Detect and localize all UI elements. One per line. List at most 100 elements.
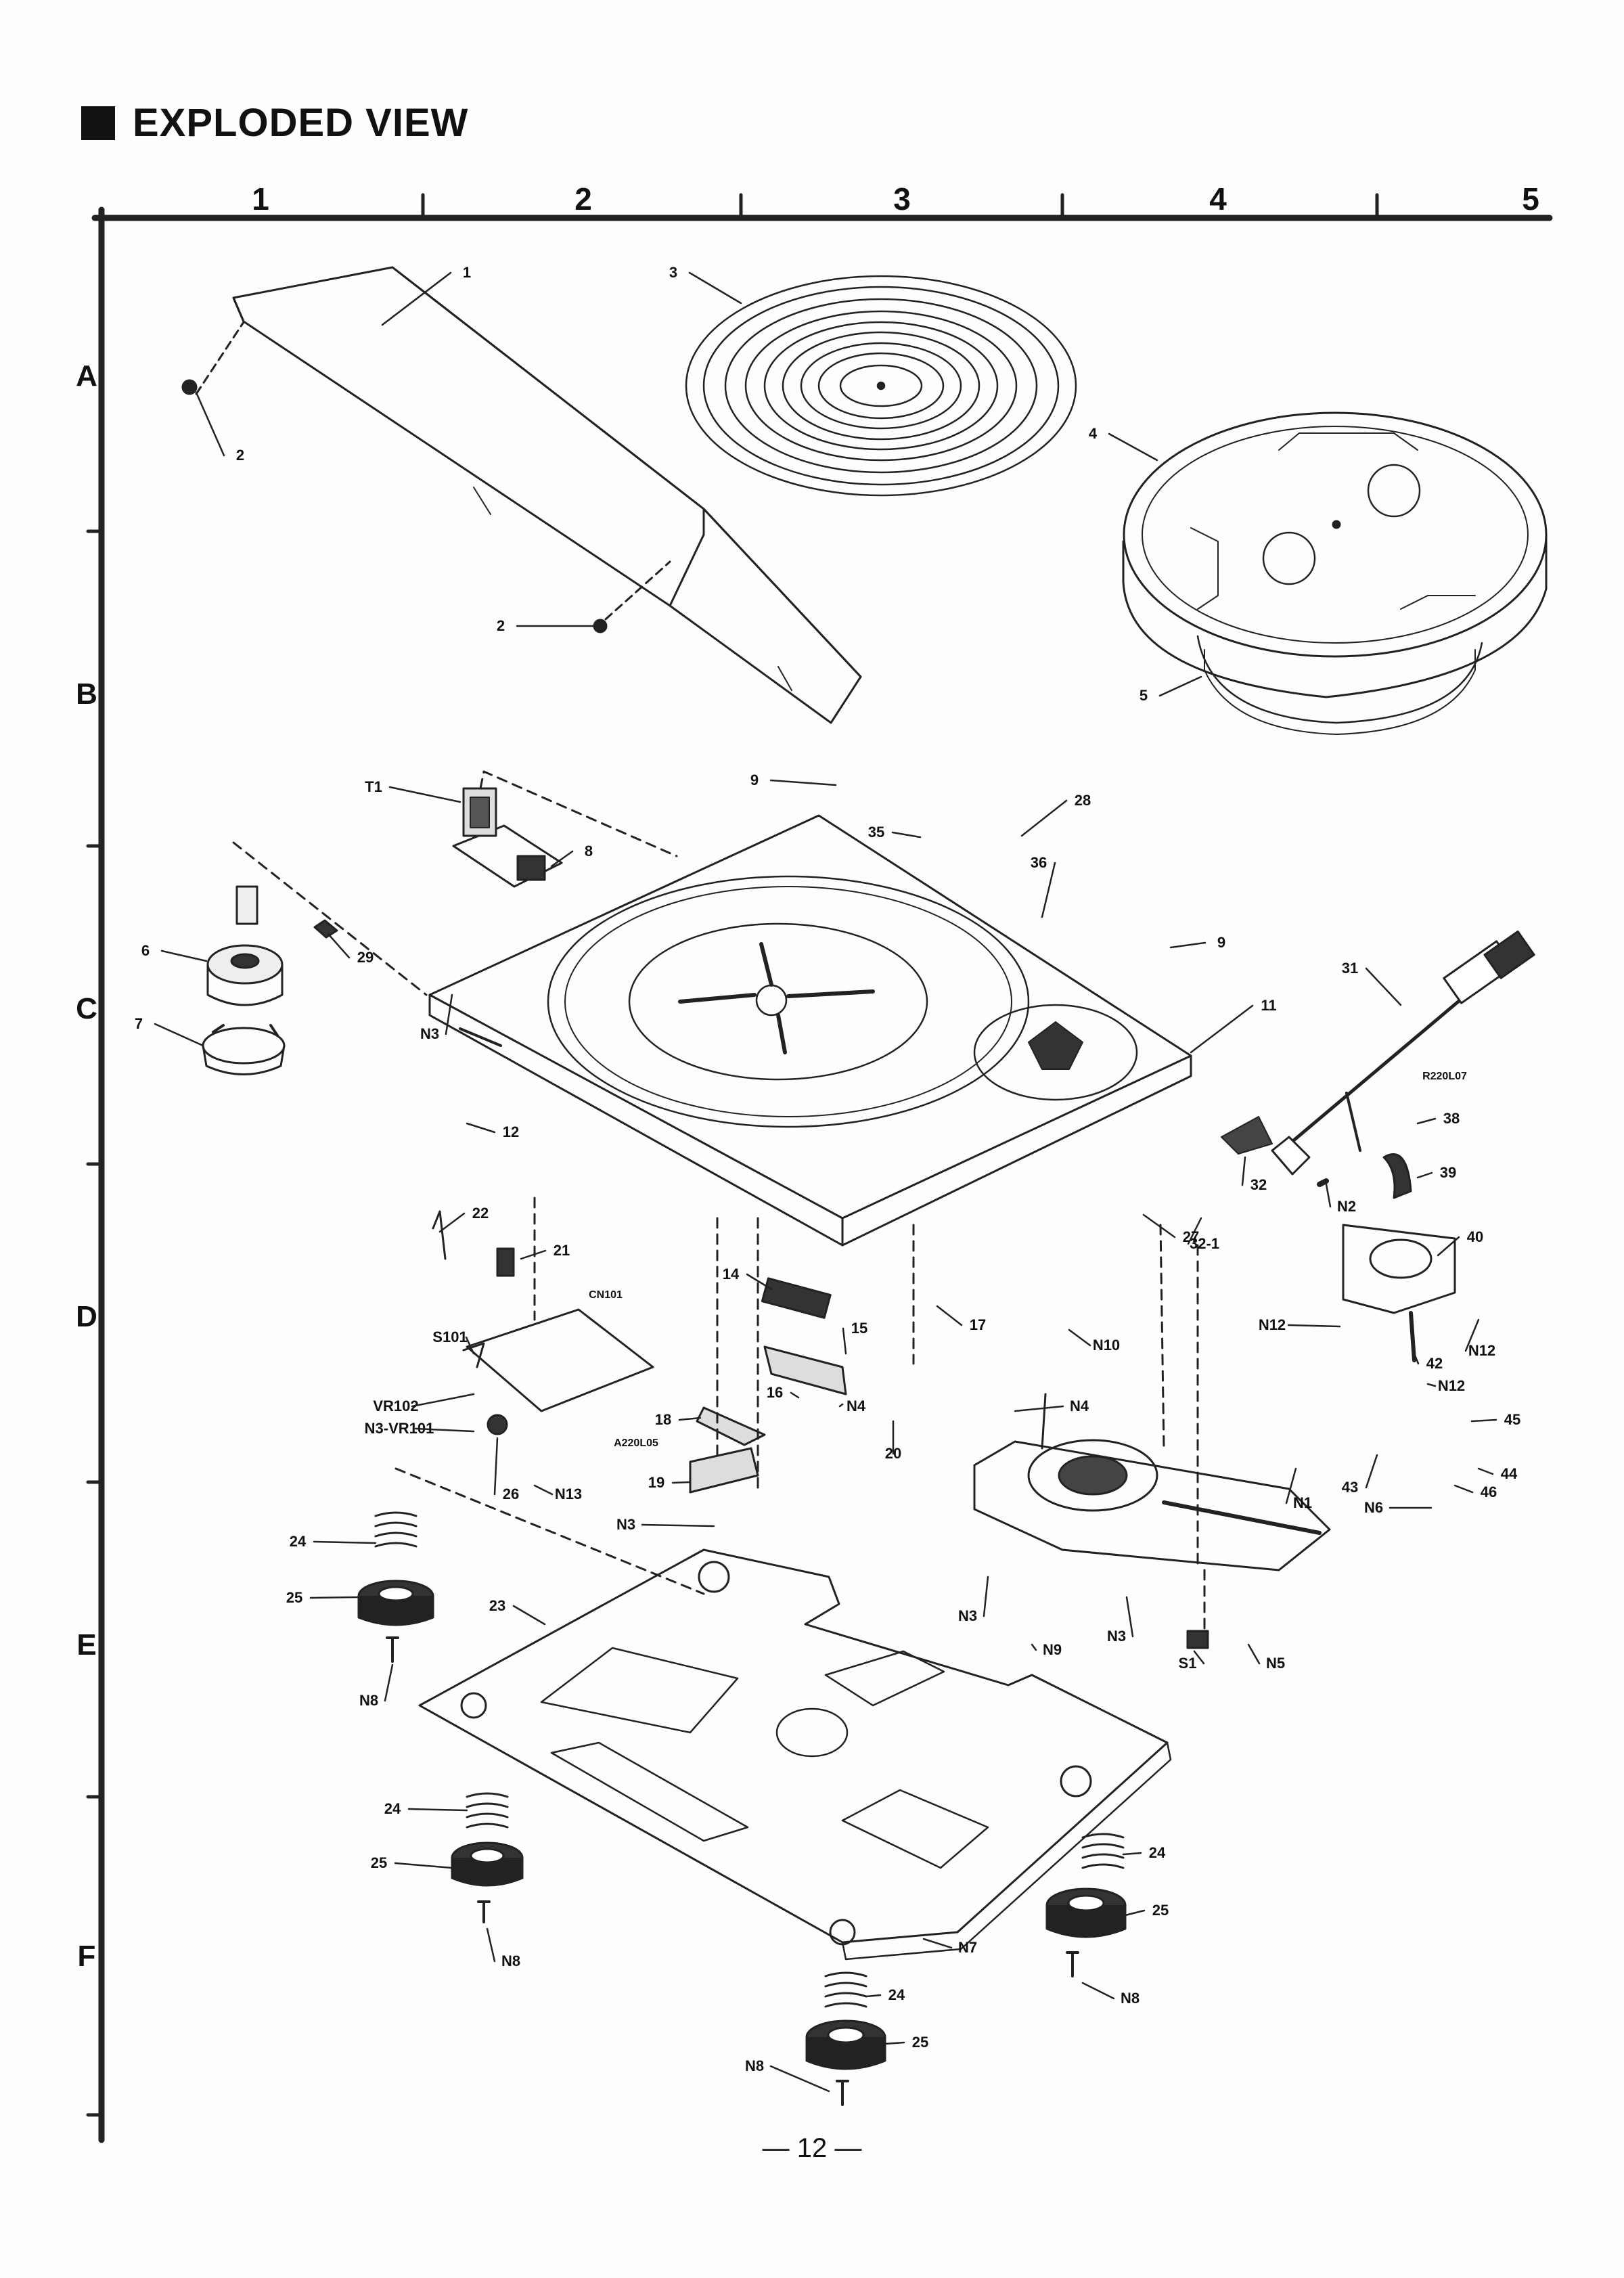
callout-label: 44 <box>1501 1465 1518 1482</box>
callout-label: N7 <box>958 1939 977 1956</box>
callout-leader <box>521 1251 545 1259</box>
grid-row-label: D <box>76 1300 97 1333</box>
callout-label: N3 <box>1107 1628 1126 1645</box>
callout-leader <box>1288 1325 1340 1326</box>
callout-leader <box>1123 1853 1141 1854</box>
callout-leader <box>984 1577 988 1616</box>
callout-label: 24 <box>888 1986 905 2003</box>
callout-label: N10 <box>1093 1337 1120 1354</box>
callout-leader <box>514 1606 545 1624</box>
mechanism-plate <box>974 1225 1330 1648</box>
callout-leader <box>1479 1469 1493 1474</box>
grid-row-label: F <box>78 1940 96 1973</box>
callout-label: 7 <box>135 1015 143 1032</box>
callout-label: CN101 <box>589 1289 623 1301</box>
callout-label: 21 <box>554 1242 570 1259</box>
callout-label: N8 <box>745 2057 764 2074</box>
feet <box>359 1513 1125 2105</box>
foot-front-center <box>807 1973 885 2105</box>
callout-label: 25 <box>371 1854 387 1871</box>
callout-label: 22 <box>472 1205 489 1222</box>
callout-leader <box>1248 1645 1259 1663</box>
callout-leader <box>162 951 206 961</box>
grid-frame <box>88 195 1550 2140</box>
arm-base <box>1343 1093 1455 1360</box>
grid-column-label: 2 <box>574 181 592 217</box>
callout-label: 32 <box>1250 1176 1267 1193</box>
callout-label: N12 <box>1259 1316 1286 1333</box>
callout-label: 12 <box>503 1123 519 1140</box>
part-callouts: 122345T1893528366297N391131R220L07383932… <box>135 264 1520 2091</box>
callout-leader <box>690 273 741 303</box>
callout-label: 11 <box>1261 997 1276 1014</box>
callout-leader <box>1125 1911 1144 1915</box>
callout-label: S101 <box>432 1328 467 1345</box>
callout-leader <box>1191 1006 1253 1052</box>
callout-leader <box>1069 1330 1090 1345</box>
callout-label: N6 <box>1364 1499 1383 1516</box>
turntable-mat <box>686 276 1076 495</box>
callout-leader <box>390 787 460 802</box>
callout-label: T1 <box>365 778 382 795</box>
grid-column-label: 5 <box>1522 181 1539 217</box>
callout-leader <box>1428 1384 1435 1386</box>
callout-leader <box>840 1404 842 1406</box>
callout-label: N12 <box>1438 1377 1465 1394</box>
callout-leader <box>1326 1184 1330 1207</box>
callout-label: 2 <box>236 447 244 464</box>
callout-label: 29 <box>357 949 374 966</box>
callout-leader <box>885 2042 904 2044</box>
callout-leader <box>440 1213 464 1232</box>
dust-cover <box>233 267 861 723</box>
callout-label: N2 <box>1337 1198 1356 1215</box>
callout-leader <box>155 1024 203 1046</box>
callout-leader <box>1042 863 1055 917</box>
callout-label: S1 <box>1179 1655 1197 1672</box>
callout-leader <box>495 1438 497 1494</box>
callout-label: 9 <box>1217 934 1225 951</box>
hinge-pins <box>183 322 670 632</box>
callout-leader <box>791 1393 798 1398</box>
callout-leader <box>385 1665 392 1701</box>
transformer-board <box>453 772 677 887</box>
callout-label: 28 <box>1075 792 1091 809</box>
callout-label: N9 <box>1043 1641 1062 1658</box>
callout-label: 24 <box>1149 1844 1166 1861</box>
callout-leader <box>924 1939 951 1948</box>
callout-leader <box>311 1597 359 1598</box>
foot-rear-left <box>452 1793 522 1922</box>
page-number: — 12 — <box>744 2133 880 2164</box>
callout-leader <box>1455 1486 1472 1492</box>
callout-leader <box>1242 1157 1245 1185</box>
cue-parts <box>690 1218 914 1492</box>
grid-row-label: C <box>76 992 97 1025</box>
callout-label: N12 <box>1468 1342 1495 1359</box>
callout-leader <box>467 1123 495 1132</box>
callout-label: 14 <box>723 1266 740 1282</box>
callout-label: 39 <box>1440 1164 1456 1181</box>
callout-label: N4 <box>847 1398 866 1414</box>
callout-leader <box>937 1306 962 1325</box>
callout-label: 24 <box>290 1533 307 1550</box>
callout-label: 26 <box>503 1486 519 1502</box>
grid-row-label: A <box>76 359 97 393</box>
callout-leader <box>1418 1119 1435 1123</box>
callout-leader <box>893 832 920 837</box>
grid-column-label: 4 <box>1209 181 1227 217</box>
grid-row-label: E <box>76 1628 96 1661</box>
callout-leader <box>1366 1455 1377 1488</box>
control-board <box>433 1198 653 1434</box>
callout-label: N13 <box>555 1486 582 1502</box>
callout-label: 18 <box>655 1411 671 1428</box>
callout-label: 35 <box>868 824 884 841</box>
callout-label: 25 <box>1152 1902 1169 1919</box>
callout-label: 5 <box>1140 687 1148 704</box>
callout-leader <box>1109 434 1157 460</box>
callout-label: 24 <box>384 1800 401 1817</box>
callout-label: A220L05 <box>614 1437 658 1449</box>
callout-label: 42 <box>1426 1355 1443 1372</box>
